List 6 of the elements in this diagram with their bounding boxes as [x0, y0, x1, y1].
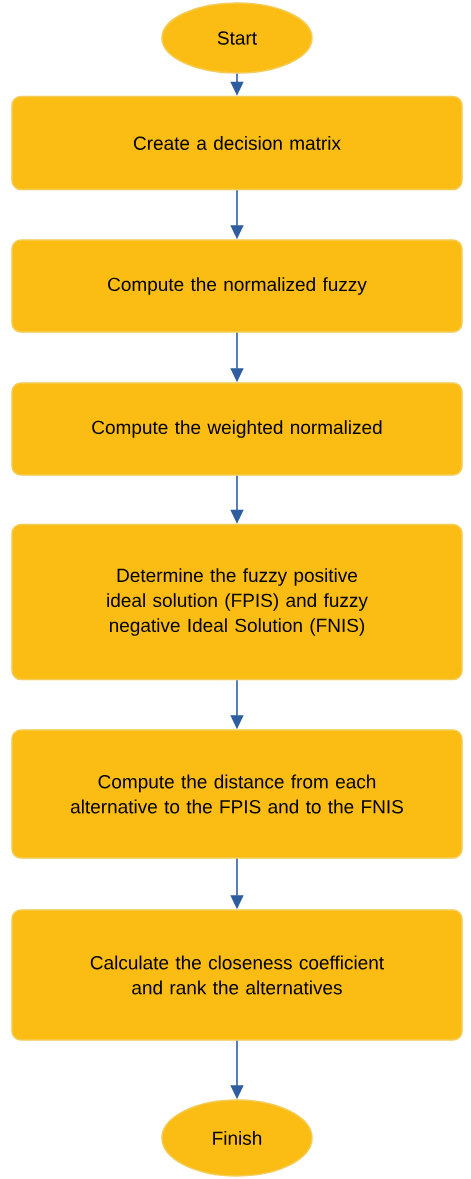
process-box: Calculate the closeness coefficient and rank the alternatives [11, 909, 463, 1041]
process-box: Compute the distance from each alternative to the FPIS and to the FNIS [11, 729, 463, 859]
process-box: Compute the normalized fuzzy [11, 239, 463, 333]
process-box: Create a decision matrix [11, 95, 463, 191]
process-box: Determine the fuzzy positive ideal solution (FPIS) and fuzzy negative Ideal Solution (FNIS) [11, 523, 463, 681]
process-box: Compute the weighted normalized [11, 382, 463, 476]
